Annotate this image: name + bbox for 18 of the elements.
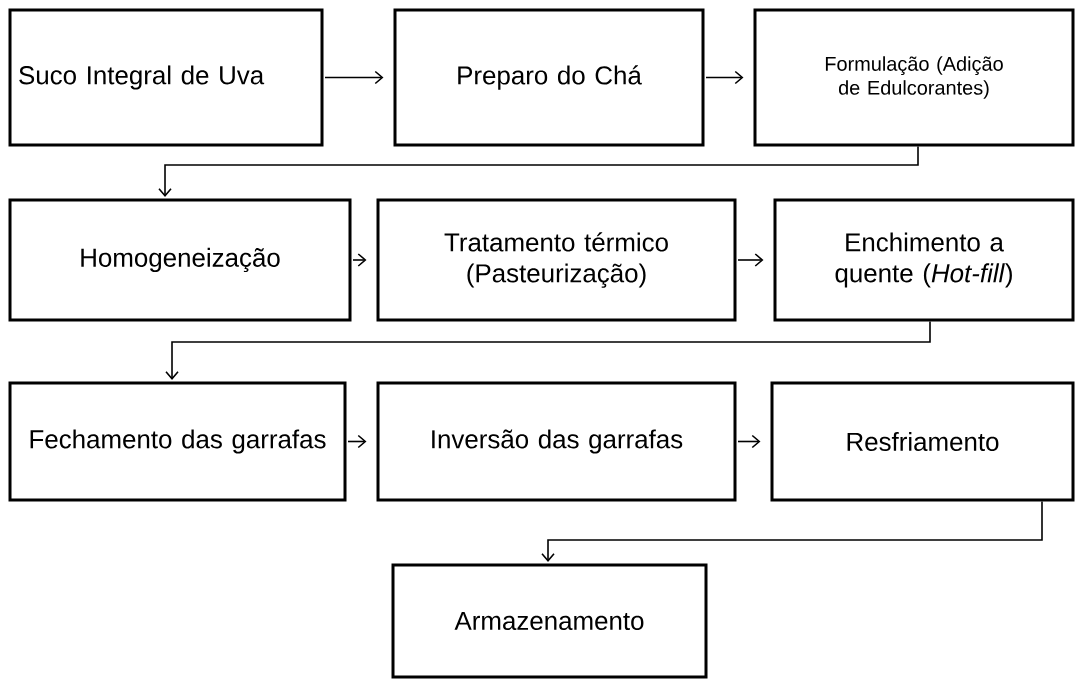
arrow (737, 434, 761, 449)
process-box: Tratamento térmico (Pasteurização) (376, 198, 737, 322)
process-box: Homogeneização (8, 198, 352, 322)
process-box: Formulação (Adição de Edulcorantes) (753, 8, 1075, 147)
arrow (158, 145, 919, 197)
process-box: Preparo do Chá (393, 8, 705, 147)
process-box: Resfriamento (770, 381, 1075, 502)
arrow (705, 70, 744, 85)
process-box: Fechamento das garrafas (8, 381, 347, 502)
process-box: Armazenamento (391, 563, 708, 679)
process-box: Suco Integral de Uva (8, 8, 324, 147)
arrow (347, 434, 367, 449)
arrow (737, 253, 764, 267)
process-box: Enchimento a quente (Hot-fill) (773, 198, 1075, 322)
arrow (541, 500, 1043, 562)
arrow (324, 70, 384, 85)
arrow (165, 320, 931, 380)
process-box: Inversão das garrafas (376, 381, 737, 502)
